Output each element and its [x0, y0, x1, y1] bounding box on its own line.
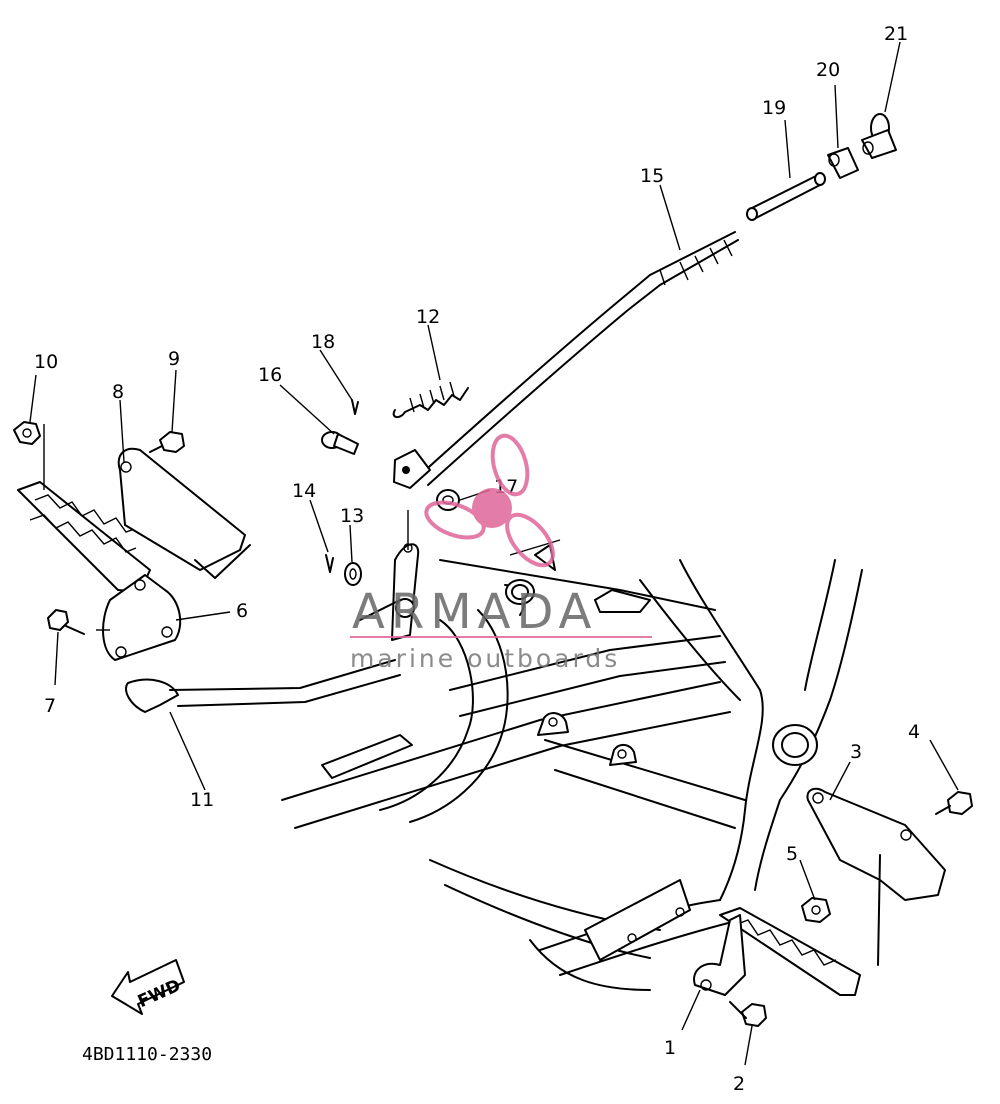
footrest-left: [17, 481, 182, 661]
callout-7: 7: [44, 695, 56, 717]
brake-rod: [393, 231, 739, 489]
pin-16: [321, 431, 359, 455]
callout-5: 5: [786, 843, 798, 865]
leader-lines: [29, 41, 959, 1066]
cotter-pin-14: [325, 554, 334, 573]
brake-pedal: [125, 543, 420, 713]
cotter-pin-18: [351, 399, 359, 415]
washer-17: [436, 489, 460, 511]
frame-assembly: [281, 539, 863, 991]
watermark-tagline: marine outboards: [350, 644, 620, 673]
drawing-code: 4BD1110-2330: [82, 1044, 212, 1065]
callout-12: 12: [416, 306, 440, 328]
propeller-logo-icon: [424, 433, 555, 568]
callout-1: 1: [664, 1037, 676, 1059]
callout-18: 18: [311, 331, 335, 353]
bolt-7: [47, 609, 85, 635]
wing-nut-21: [861, 113, 897, 159]
nut-5: [801, 897, 831, 923]
callout-10: 10: [34, 351, 58, 373]
armada-watermark: ARMADA marine outboards: [350, 433, 652, 673]
footrest-bracket-right: [806, 787, 946, 966]
nut-10: [13, 421, 41, 445]
bolt-4: [935, 791, 973, 815]
callout-3: 3: [850, 741, 862, 763]
callout-14: 14: [292, 480, 316, 502]
callout-21: 21: [884, 23, 908, 45]
callout-16: 16: [258, 364, 282, 386]
callout-2: 2: [733, 1073, 745, 1095]
callout-19: 19: [762, 97, 786, 119]
nut-20: [827, 147, 859, 179]
callout-11: 11: [190, 789, 214, 811]
forward-direction-arrow: FWD: [111, 959, 185, 1015]
return-spring: [392, 381, 469, 418]
callout-6: 6: [236, 600, 248, 622]
callout-15: 15: [640, 165, 664, 187]
callout-labels: 1 2 3 4 5 6 7 8 9 10 11 12 13 14 15 16 1…: [34, 23, 920, 1095]
callout-20: 20: [816, 59, 840, 81]
callout-9: 9: [168, 348, 180, 370]
washer-13: [344, 562, 362, 586]
bolt-2: [729, 1001, 767, 1027]
footrest-right: [693, 907, 861, 996]
watermark-brand: ARMADA: [352, 584, 597, 640]
bolt-9: [149, 431, 185, 453]
callout-13: 13: [340, 505, 364, 527]
callout-8: 8: [112, 381, 124, 403]
callout-4: 4: [908, 721, 920, 743]
rod-19: [746, 172, 826, 221]
footrest-bracket-left: [117, 447, 251, 579]
